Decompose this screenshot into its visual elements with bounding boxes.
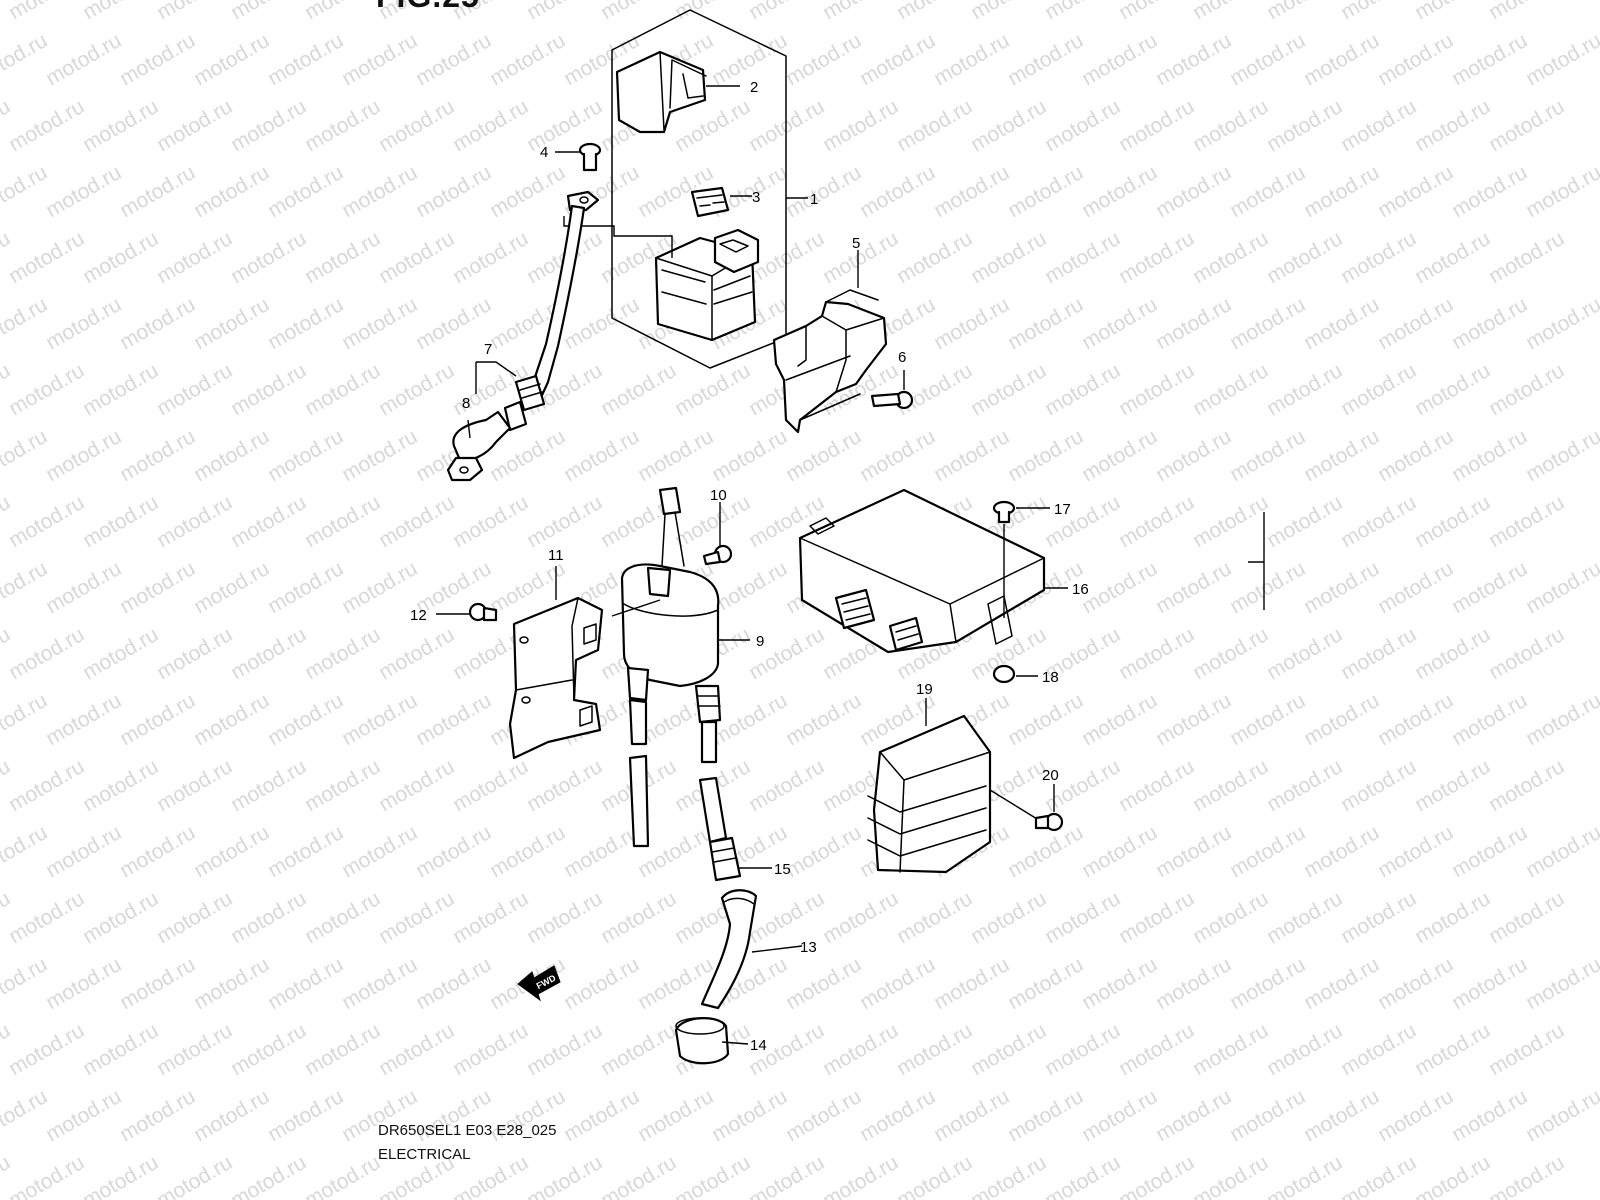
screw-17-shank: [997, 510, 1011, 524]
leader-7: [476, 361, 517, 377]
starter-relay-assembly: [563, 9, 808, 369]
grommet-18: [992, 664, 1016, 684]
category-label: ELECTRICAL: [378, 1146, 471, 1163]
terminal-cover-8: [452, 410, 512, 462]
page-edge-mark: [1248, 512, 1265, 610]
callout-15: 15: [774, 861, 791, 878]
leader-14: [721, 1041, 749, 1045]
bolt-10: [702, 502, 733, 566]
leader-13: [751, 945, 803, 953]
model-code: DR650SEL1 E03 E28_025: [378, 1122, 557, 1139]
coil-seam: [623, 603, 719, 617]
leader-relay-link: [563, 216, 673, 258]
bolt-4: [555, 142, 602, 172]
callout-12: 12: [410, 607, 427, 624]
coil-tower-left: [626, 666, 650, 702]
regulator-body: [872, 714, 992, 874]
spark-plug-parts: [674, 776, 803, 1065]
callout-9: 9: [756, 633, 764, 650]
coil-lead-left: [628, 698, 648, 746]
relay-body-ribs: [661, 269, 753, 305]
plug-boot-mouth: [723, 897, 755, 905]
fuse-blades: [696, 194, 725, 207]
relay-terminal-socket: [719, 239, 749, 253]
plug-boot-13: [700, 889, 758, 1010]
coil-terminal: [646, 566, 672, 598]
bracket-body: [772, 300, 888, 434]
cdi-connector-a-pins: [841, 597, 871, 621]
leader-20-link: [989, 789, 1043, 823]
callout-13: 13: [800, 939, 817, 956]
cdi-connector-b-pins: [895, 625, 919, 641]
leader-8: [467, 419, 471, 439]
callout-20: 20: [1042, 767, 1059, 784]
coil-connector: [658, 486, 682, 516]
plug-cap-ribs: [711, 847, 737, 863]
bracket-folds: [785, 315, 885, 421]
bolt-6-shank: [870, 392, 902, 408]
cdi-unit-16: [798, 488, 1068, 684]
regulator-rectifier-19: [867, 698, 1064, 874]
bracket-top-lip: [825, 289, 879, 303]
coil-lead-right: [700, 720, 718, 764]
leader-9-link: [611, 599, 661, 617]
plug-cap-15: [708, 836, 742, 882]
callout-8: 8: [462, 395, 470, 412]
callout-5: 5: [852, 235, 860, 252]
regulator-edges: [879, 751, 991, 873]
coil-wires: [661, 511, 685, 567]
callout-14: 14: [750, 1037, 767, 1054]
coil-bracket-body: [508, 596, 604, 760]
coil-tower-right: [694, 684, 722, 724]
callout-10: 10: [710, 487, 727, 504]
battery-cable: [446, 190, 600, 482]
bolt-20-shank: [1034, 814, 1050, 830]
coil-bracket-folds: [515, 597, 579, 701]
callout-2: 2: [750, 79, 758, 96]
relay-cap: [615, 50, 707, 134]
terminal-lug: [446, 456, 484, 482]
relay-bracket-5: [772, 250, 914, 434]
coil-lead-left-lower: [628, 754, 650, 848]
callout-11: 11: [548, 547, 564, 564]
plug-lead: [698, 776, 728, 844]
figure-title: FIG.25: [376, 0, 480, 15]
cdi-housing-edges: [799, 537, 1045, 643]
callout-16: 16: [1072, 581, 1089, 598]
coil-tower-ribs: [697, 695, 721, 707]
relay-cap-detail: [659, 51, 707, 131]
ignition-coil-9: [611, 486, 750, 848]
callout-17: 17: [1054, 501, 1071, 518]
callout-1: 1: [810, 191, 818, 208]
cable-sheath: [522, 204, 586, 406]
callout-6: 6: [898, 349, 906, 366]
cdi-mount-tab: [809, 517, 835, 535]
relay-cap-latch: [682, 73, 704, 99]
cable-sleeve: [503, 400, 528, 432]
callout-18: 18: [1042, 669, 1059, 686]
coil-bracket-11: [436, 566, 604, 760]
cdi-side-bracket: [987, 595, 1013, 645]
callout-4: 4: [540, 144, 548, 161]
regulator-fins: [867, 785, 987, 857]
callout-3: 3: [752, 189, 760, 206]
cable-boot-ribs: [519, 383, 543, 399]
callout-7: 7: [484, 341, 492, 358]
coil-bracket-slots: [579, 623, 597, 727]
forward-direction-arrow: FWD: [517, 965, 561, 1002]
callout-19: 19: [916, 681, 933, 698]
plug-seal-14: [674, 1017, 730, 1065]
bolt-12-shank: [482, 606, 498, 622]
